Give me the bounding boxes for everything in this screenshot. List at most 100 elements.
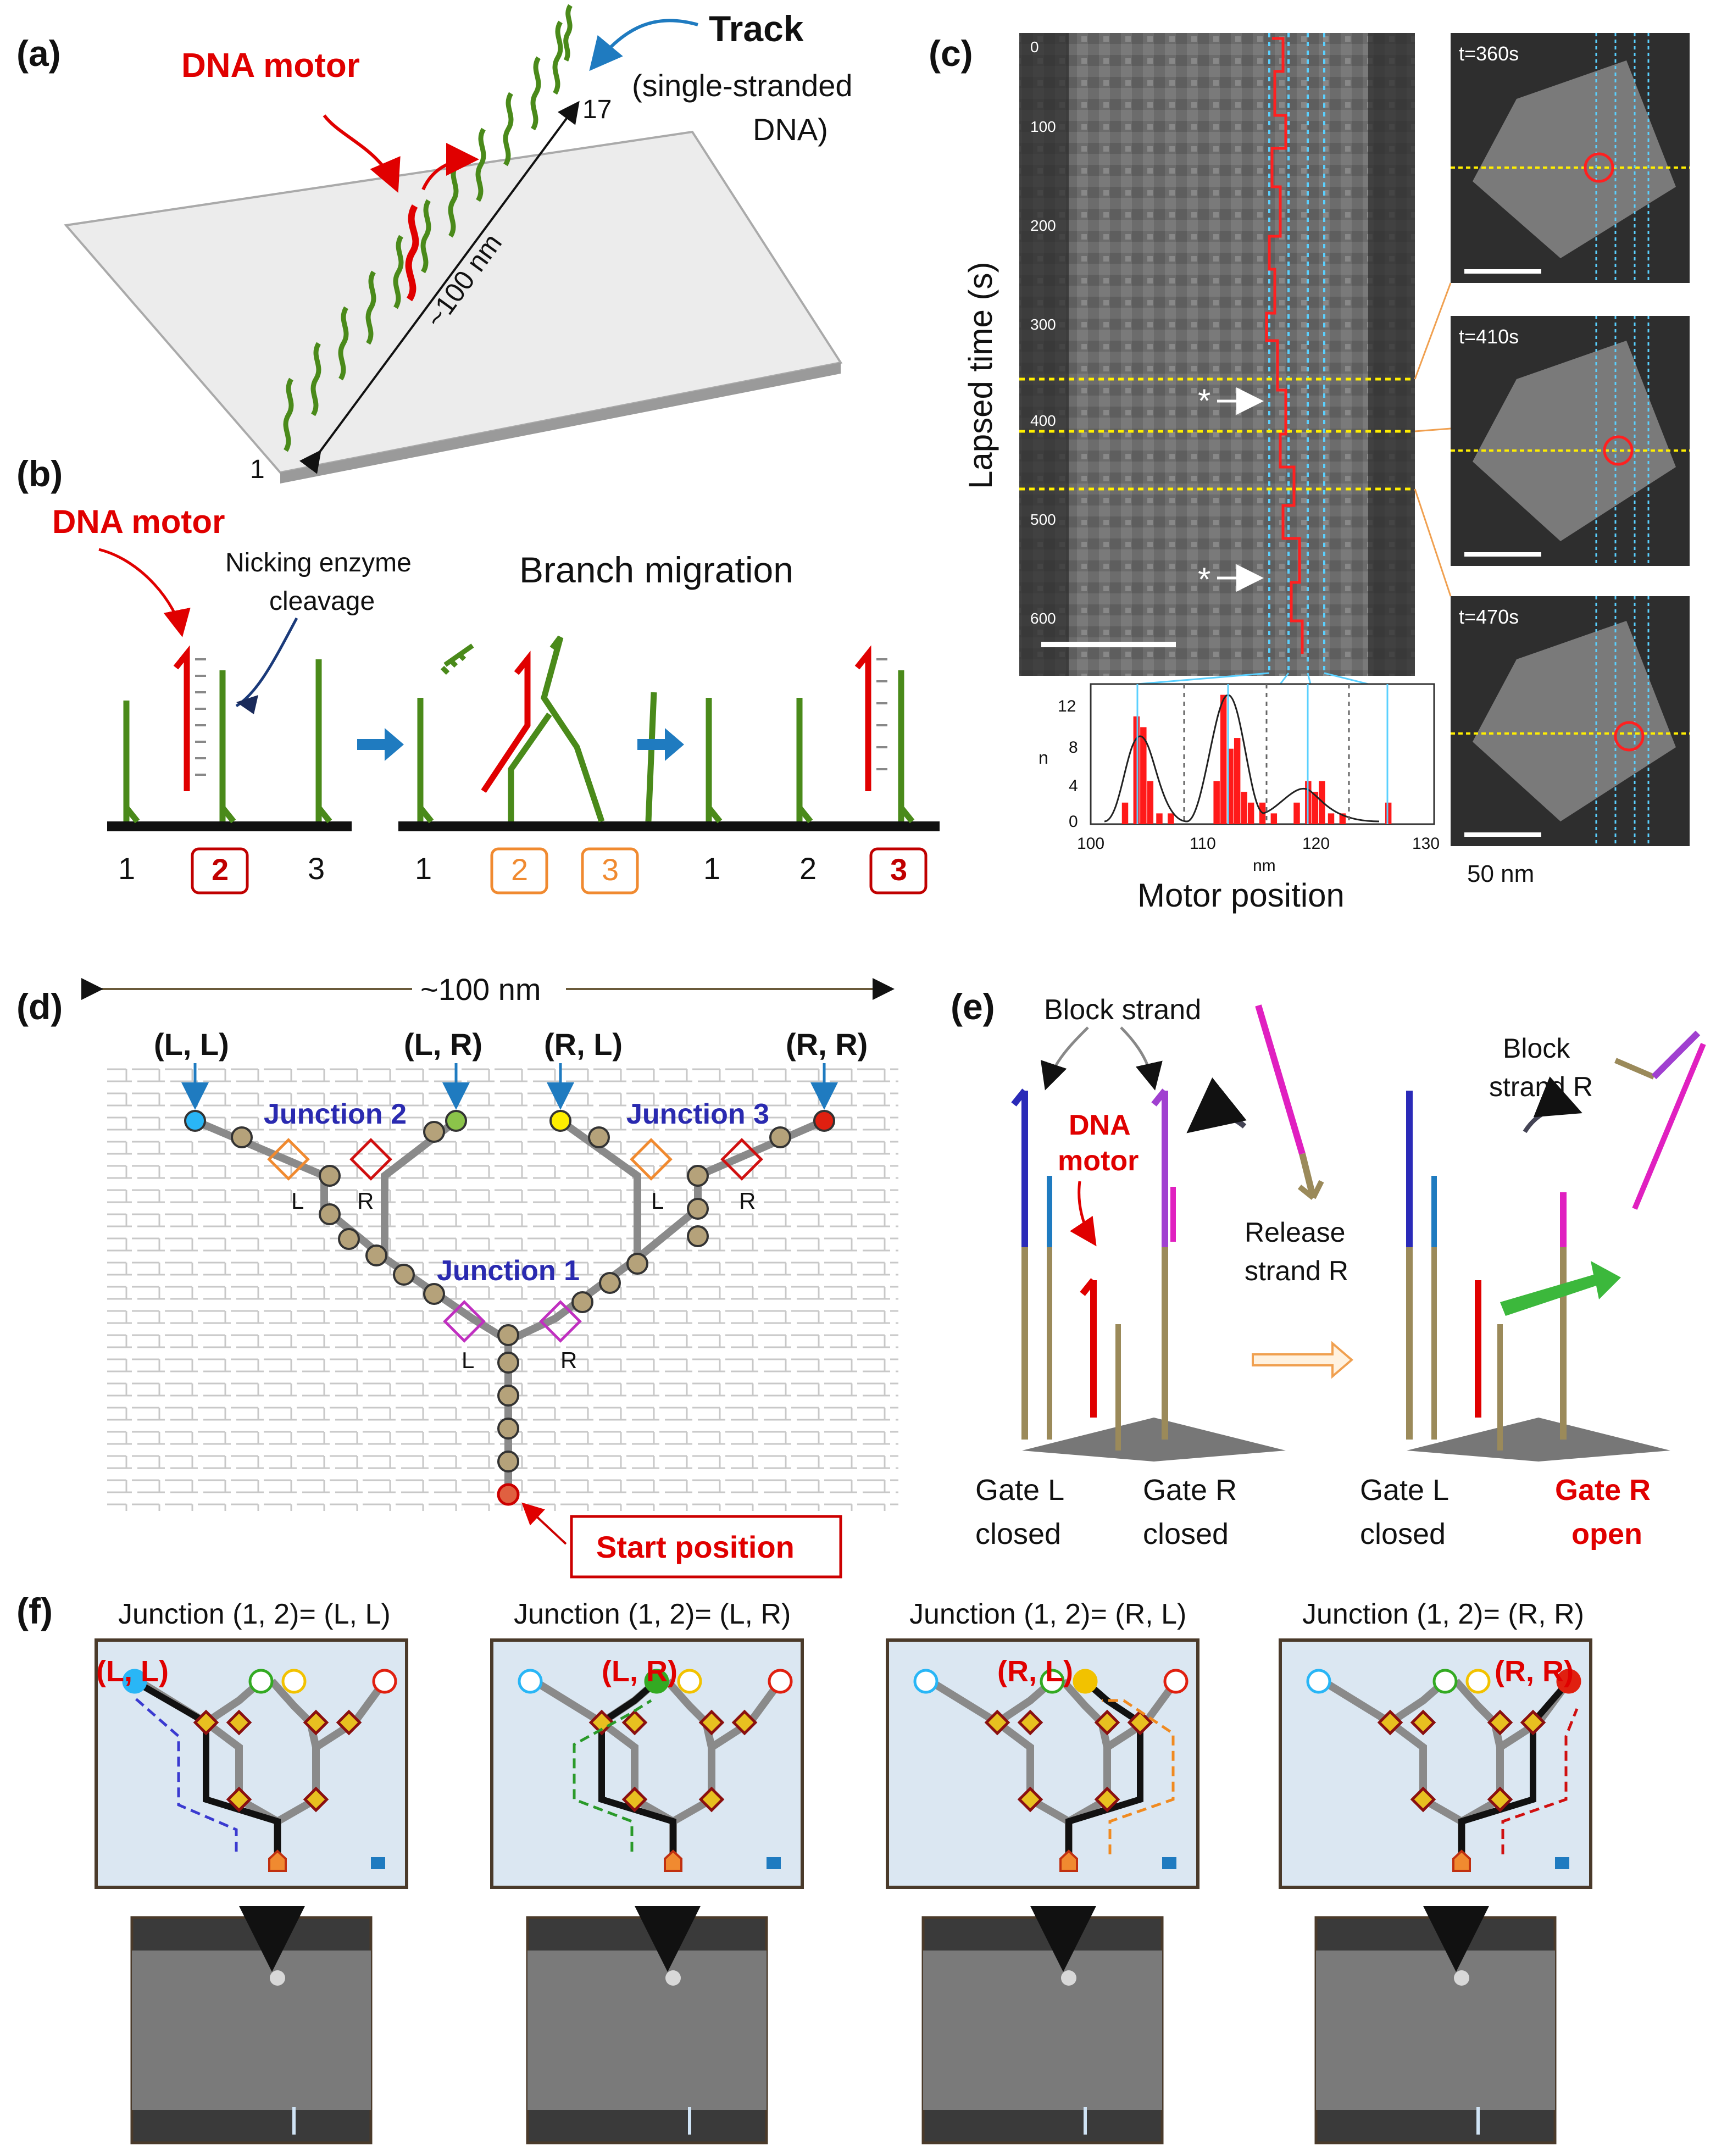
e-state-open: Block strand R (1406, 1030, 1706, 1462)
snapshot-scale-label: 50 nm (1467, 860, 1534, 887)
snapshot-410: t=410s (1451, 316, 1690, 566)
green-arrow (1500, 1261, 1621, 1316)
track-nodes (231, 1121, 791, 1472)
e-transition-arrow (1252, 1341, 1354, 1379)
ytick-100: 100 (1030, 118, 1056, 135)
f-end-point (1040, 1669, 1065, 1694)
hist-bar (1220, 694, 1227, 824)
histogram: n 0 4 8 12 100 110 120 130 nm Motor posi… (1039, 683, 1440, 914)
f-end-point (1465, 1669, 1491, 1694)
j2-r: R (357, 1188, 374, 1214)
nick-triangle (236, 695, 258, 714)
f-title: Junction (1, 2)= (L, L) (118, 1598, 391, 1630)
hist-bar (1133, 716, 1140, 824)
end-label-ll: (L, L) (154, 1027, 229, 1062)
afm-snapshots: t=360s t=410s t=470s (1414, 33, 1690, 887)
f-corner-marker (767, 1857, 781, 1869)
panel-e: (e) Block strand DNA motor (951, 986, 1706, 1551)
nick-pointer (235, 617, 298, 708)
hist-bar (1312, 792, 1319, 824)
f-afm-motor-spot (1454, 1970, 1469, 1986)
f-afm-motor-spot (665, 1970, 681, 1986)
e1-gate-r: Gate R (1143, 1474, 1237, 1507)
f-gate-icon (226, 1786, 252, 1813)
f-panels: Junction (1, 2)= (L, L)(L, L)Junction (1… (95, 1598, 1592, 2144)
release-label-2: strand R (1245, 1255, 1348, 1286)
track-pointer-arrow (589, 19, 698, 71)
f-gate-icon (621, 1786, 648, 1813)
hist-bar (1328, 813, 1335, 824)
length-arrow (299, 101, 580, 474)
start-pointer (521, 1502, 567, 1545)
f-gate-icon (1377, 1709, 1403, 1736)
hist-ytick-8: 8 (1069, 738, 1078, 757)
b2-num-1: 1 (415, 851, 432, 886)
ytick-600: 600 (1030, 610, 1056, 627)
panel-f: (f) Junction (1, 2)= (L, L)(L, L)Junctio… (16, 1591, 1592, 2144)
f-afm-origami (527, 1951, 767, 2110)
hist-xlabel: Motor position (1137, 877, 1345, 914)
branch-label: Branch migration (519, 549, 793, 590)
b1-active-box (191, 847, 249, 894)
e1-gate-r-closed: closed (1143, 1518, 1229, 1551)
panel-b: (b) DNA motor Nicking enzyme cleavage Br… (16, 453, 940, 894)
f-afm-origami (1316, 1951, 1555, 2110)
panel-d-tag: (d) (16, 986, 63, 1027)
end-label-rr: (R, R) (786, 1027, 868, 1062)
hist-bar (1147, 781, 1154, 824)
start-node (497, 1483, 520, 1506)
hist-xtick-100: 100 (1077, 835, 1104, 853)
ytick-300: 300 (1030, 316, 1056, 333)
f-chosen-path (1458, 1679, 1571, 1857)
panel-f-tag: (f) (16, 1591, 53, 1631)
f-end-point (281, 1669, 307, 1694)
f-gate-icon (1520, 1709, 1546, 1736)
f-end-point (768, 1669, 793, 1694)
f-route-arrow (573, 1699, 652, 1852)
release-label-1: Release (1245, 1217, 1345, 1248)
b2-box-2 (490, 847, 548, 894)
junction-2-label: Junction 2 (264, 1098, 407, 1130)
panel-c: (c) Lapsed time (s) 0 100 200 300 400 50… (929, 33, 1690, 914)
f-end-point (372, 1669, 397, 1694)
f-gate-icon (303, 1709, 329, 1736)
f-subpanel: Junction (1, 2)= (L, L)(L, L) (95, 1598, 408, 2144)
f-gate-icon (193, 1709, 219, 1736)
block-strand-label: Block strand (1044, 994, 1201, 1026)
junction-3-label: Junction 3 (626, 1098, 769, 1130)
f-gate-icon (1487, 1709, 1513, 1736)
motor-trace (1265, 37, 1304, 654)
hist-bar (1168, 813, 1174, 824)
f-gate-icon (621, 1709, 648, 1736)
release-strand: Release strand R (1186, 1004, 1348, 1286)
star-2: * (1198, 561, 1210, 598)
e-motor-label-1: DNA (1069, 1109, 1131, 1141)
nick-label-2: cleavage (269, 587, 375, 616)
f-start-icon (268, 1849, 287, 1872)
start-label: Start position (596, 1530, 795, 1564)
e-state-closed: DNA motor (1011, 1088, 1286, 1462)
hist-bar (1241, 792, 1247, 824)
track-sublabel-2: DNA) (753, 112, 828, 147)
hist-connectors (1137, 672, 1369, 685)
hist-bar (1293, 802, 1300, 824)
f-gate-icon (1127, 1709, 1153, 1736)
f-corner-marker (1162, 1857, 1176, 1869)
j1-r: R (560, 1347, 577, 1373)
hist-bar (1213, 781, 1220, 824)
f-route-arrow (134, 1697, 238, 1852)
track-label: Track (709, 8, 804, 49)
motor-strand (405, 204, 419, 302)
panel-b-motor-label: DNA motor (52, 503, 225, 540)
end-points (184, 1110, 835, 1132)
f-result-label: (R, L) (997, 1655, 1073, 1688)
b-step-arrow-1 (357, 728, 404, 761)
e1-base (1022, 1418, 1286, 1462)
f-end-point (1556, 1669, 1581, 1694)
kymograph (1019, 33, 1415, 676)
panel-a-tag: (a) (16, 33, 61, 74)
b1-num-3: 3 (308, 851, 325, 886)
f-gate-icon (984, 1709, 1010, 1736)
kymo-scalebar (1041, 642, 1176, 647)
f-corner-marker (371, 1857, 385, 1869)
